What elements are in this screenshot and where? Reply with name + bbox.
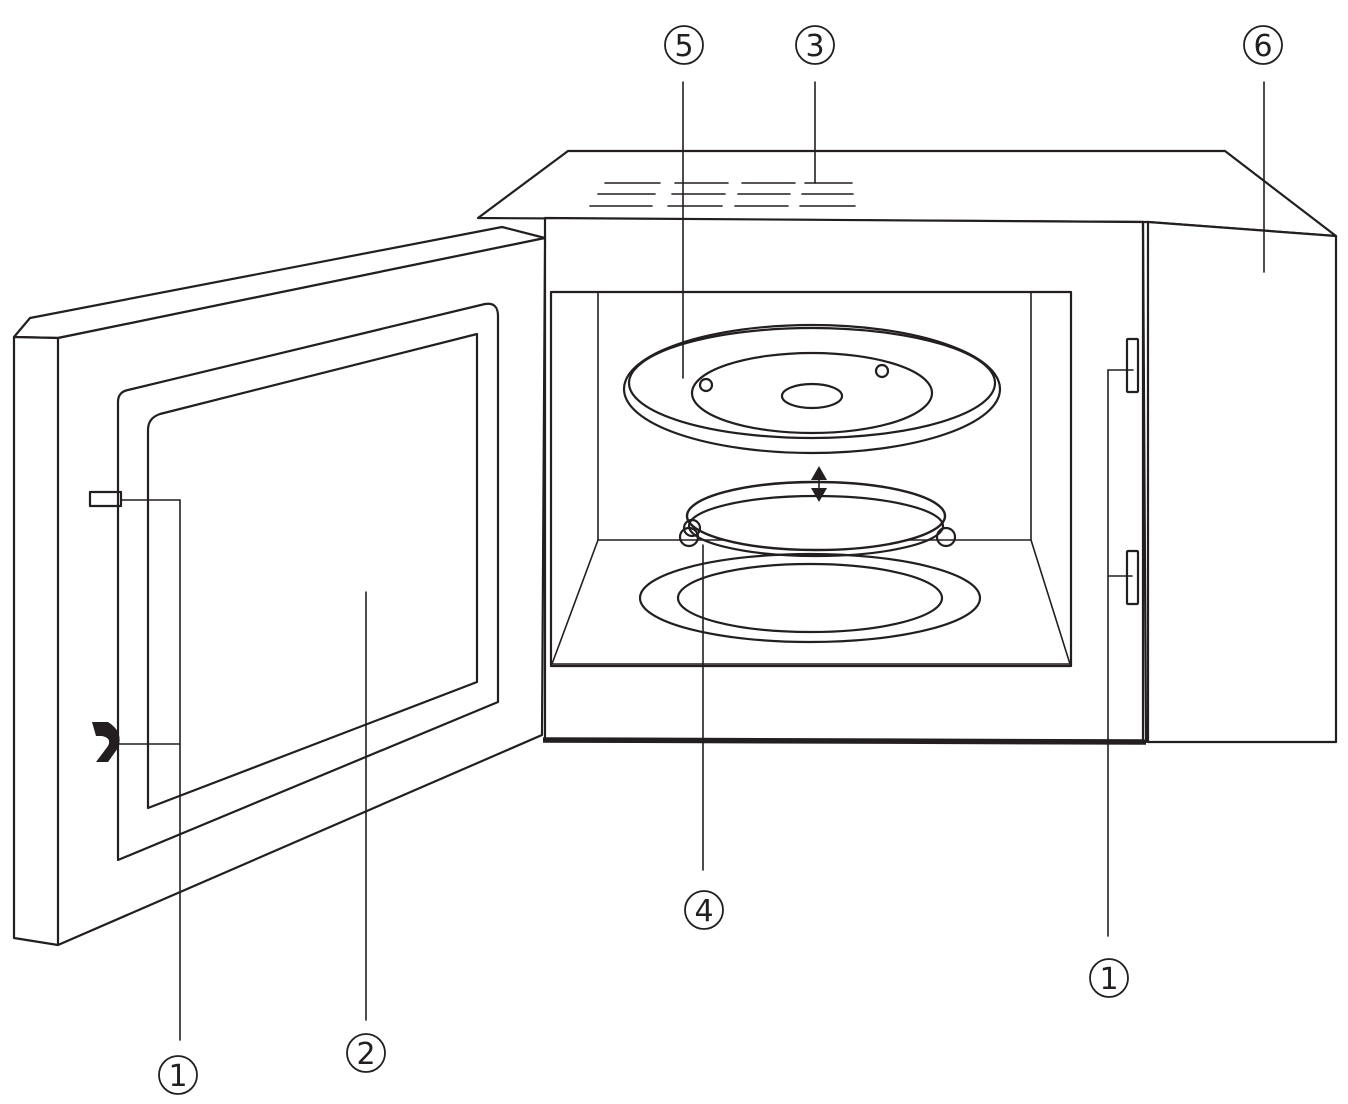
- door-front: [12, 236, 547, 947]
- turntable-tray: [622, 323, 1002, 455]
- control-panel-face: [1146, 220, 1338, 744]
- oven-body: [476, 149, 1338, 745]
- door-latch-bottom: [92, 722, 120, 762]
- waveguide-vent-slots: [589, 182, 856, 207]
- callout-label: 4: [694, 894, 713, 929]
- callout-door-latch-right: 1: [1089, 958, 1129, 998]
- roller-track: [638, 552, 982, 644]
- callout-label: 5: [674, 29, 693, 64]
- callout-label: 1: [168, 1059, 187, 1094]
- callout-door-latch-left: 1: [158, 1055, 198, 1095]
- oven-door: [12, 225, 547, 947]
- door-window-frame: [116, 302, 500, 862]
- callout-door-window: 2: [346, 1033, 386, 1073]
- callout-turntable-tray: 5: [664, 25, 704, 65]
- callout-roller-ring: 4: [684, 890, 724, 930]
- callout-label: 3: [805, 29, 824, 64]
- roller-ring: [678, 466, 957, 558]
- callout-label: 2: [356, 1037, 375, 1072]
- callout-control-panel: 6: [1243, 25, 1283, 65]
- front-right-edge: [1141, 220, 1148, 744]
- updown-arrow: [811, 466, 827, 480]
- callout-label: 6: [1253, 29, 1272, 64]
- latch-holes-right: [1125, 337, 1140, 606]
- oven-base-line: [542, 737, 1147, 745]
- leader-lines: [115, 81, 1265, 1041]
- door-latch-top: [88, 490, 123, 508]
- callout-label: 1: [1099, 962, 1118, 997]
- cavity-opening: [549, 290, 1073, 668]
- door-window-glass: [146, 332, 479, 810]
- callout-waveguide-vent: 3: [795, 25, 835, 65]
